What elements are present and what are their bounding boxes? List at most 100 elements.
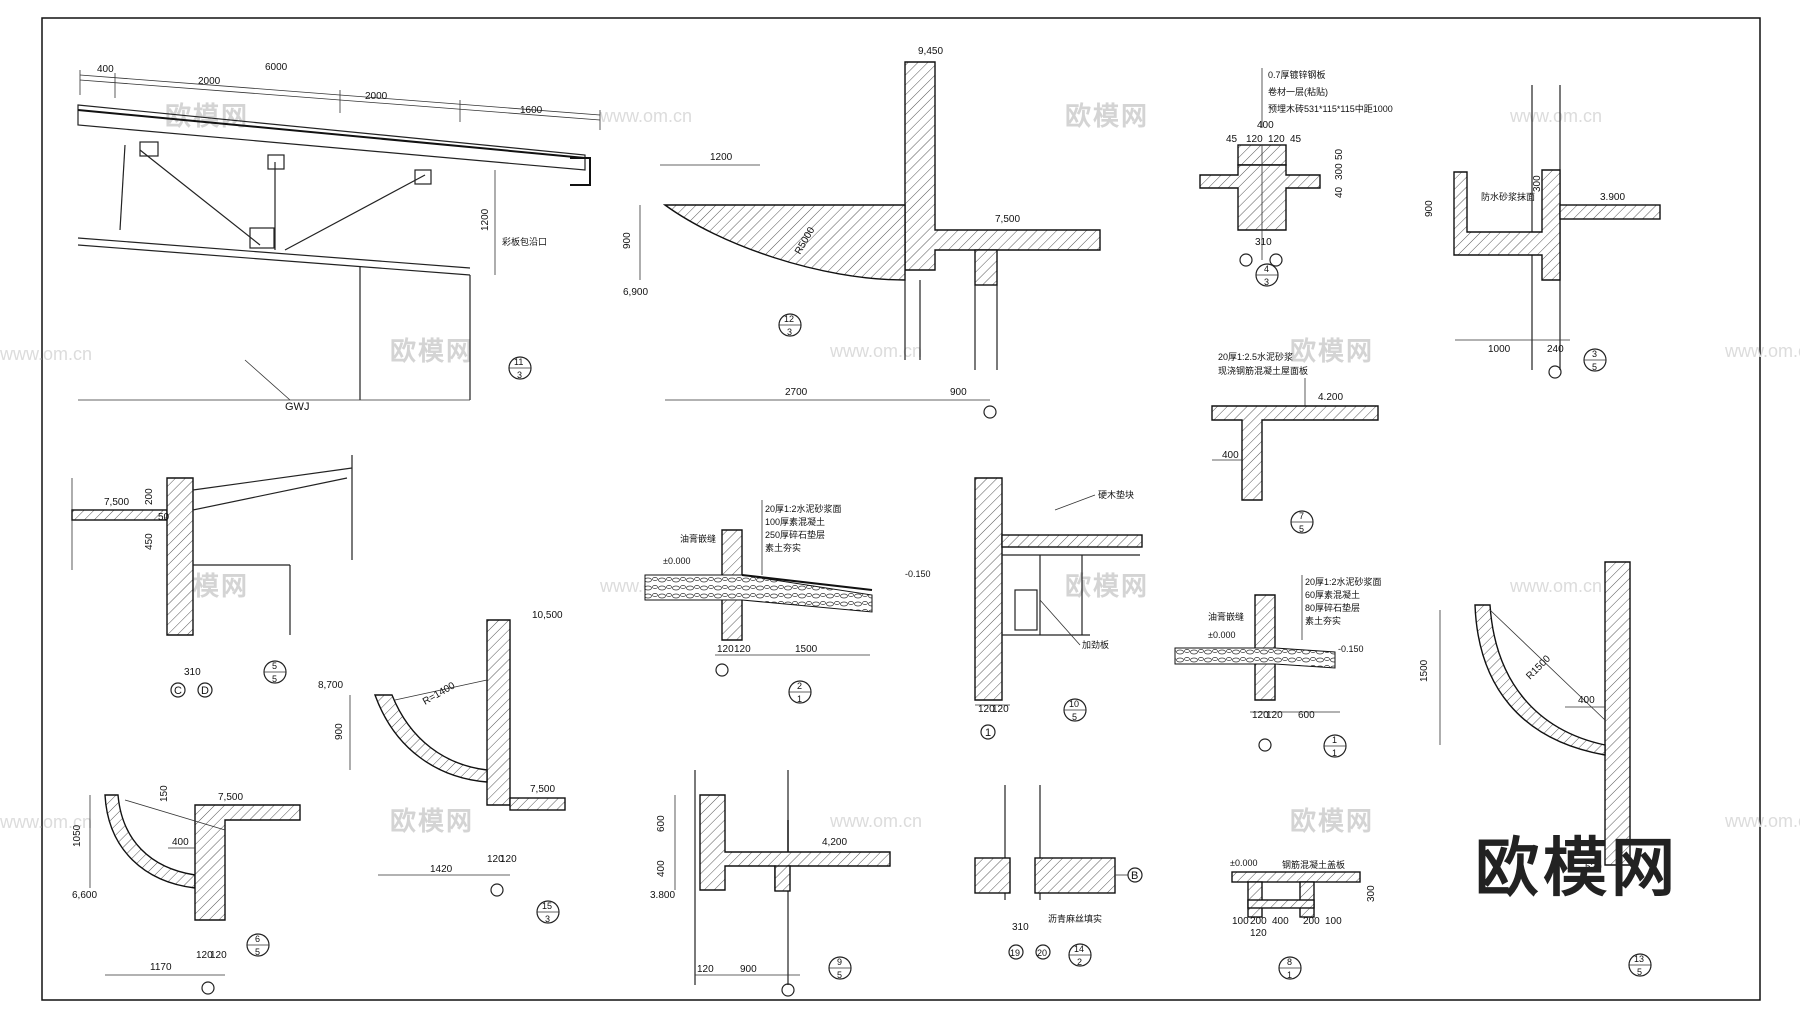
detail-9-window-head: 600 400 3.800 4,200 120 900 9 5 (650, 770, 891, 997)
elev-10500: 10,500 (532, 610, 563, 621)
dim-120: 120 (697, 964, 714, 975)
dim-120: 120 (1252, 710, 1269, 721)
dim-2000: 2000 (365, 91, 388, 102)
watermark-text: 欧模网 (1290, 336, 1374, 366)
axis-b: B (1131, 870, 1138, 882)
dim-400: 400 (1257, 120, 1274, 131)
elev-zero: ±0.000 (1230, 858, 1257, 868)
watermark-url: www.om.cn (829, 811, 922, 831)
marker-1-top: 1 (1332, 735, 1337, 745)
elev-4200: 4,200 (822, 837, 847, 848)
dim-900: 900 (622, 232, 633, 249)
dim-50: 50 (158, 512, 170, 523)
axis-1: 1 (985, 727, 991, 739)
sheet-frame (41, 17, 1761, 1001)
dim-120: 120 (500, 854, 517, 865)
dim-r1400: R=1400 (421, 680, 457, 707)
layer-gravel: 80厚碎石垫层 (1305, 602, 1360, 613)
dim-520: 520 (1585, 862, 1602, 873)
dim-300: 300 (1334, 163, 1345, 180)
label-gwj: GWJ (285, 401, 309, 413)
dim-900: 900 (950, 387, 967, 398)
dim-1050: 1050 (72, 824, 83, 847)
elev-6600: 6,600 (72, 890, 97, 901)
dim-100: 100 (1232, 916, 1249, 927)
watermark-url: www.om.cn (1509, 106, 1602, 126)
marker-11-bottom: 3 (517, 370, 522, 380)
dim-2000: 2000 (198, 76, 221, 87)
marker-13-bottom: 5 (1637, 967, 1642, 977)
dim-400: 400 (97, 64, 114, 75)
dim-300: 300 (1366, 885, 1377, 902)
dim-310: 310 (184, 667, 201, 678)
elev-zero: ±0.000 (1208, 630, 1235, 640)
dim-310: 310 (1255, 237, 1272, 248)
detail-3-gutter: 防水砂浆抹面 900 300 3.900 1000 240 3 5 (1424, 85, 1661, 379)
elev-6900: 6,900 (623, 287, 648, 298)
note-waterproof-mortar: 防水砂浆抹面 (1481, 191, 1535, 202)
elev-9450: 9,450 (918, 46, 943, 57)
elev-8700: 8,700 (318, 680, 343, 691)
marker-1-bottom: 1 (1332, 748, 1337, 758)
dim-120: 120 (1250, 928, 1267, 939)
detail-15-canopy-r1400: 10,500 R=1400 8,700 900 7,500 1420 120 1… (318, 610, 566, 924)
dim-120: 120 (1246, 134, 1263, 145)
layer-rammed-earth: 素土夯实 (765, 542, 801, 553)
elev-7500: 7,500 (218, 792, 243, 803)
brand-logo: 欧模网 (1475, 832, 1679, 904)
axis-20: 20 (1037, 948, 1047, 958)
elev-minus-0150: -0.150 (905, 569, 931, 579)
dim-1000: 1000 (1488, 344, 1511, 355)
elev-zero: ±0.000 (663, 556, 690, 566)
dim-120: 120 (1266, 710, 1283, 721)
detail-10-beam-bearing: 硬木垫块 加劲板 120 120 1 10 5 (974, 477, 1143, 740)
watermark-text: 欧模网 (1065, 101, 1149, 131)
detail-8-trench-cover: 钢筋混凝土盖板 ±0.000 300 100 200 400 200 100 1… (1230, 858, 1377, 980)
detail-12-curved-canopy: 9,450 1200 900 6,900 R5000 7,500 2700 90… (622, 46, 1101, 419)
marker-5-top: 5 (272, 661, 277, 671)
detail-14-expansion-joint: B 沥青麻丝填实 310 19 20 14 2 (974, 785, 1143, 967)
elev-minus-0150: -0.150 (1338, 644, 1364, 654)
dim-300: 300 (1532, 175, 1543, 192)
detail-1-pavement: 20厚1:2水泥砂浆面 60厚素混凝土 80厚碎石垫层 素土夯实 油膏嵌缝 ±0… (1174, 575, 1382, 758)
note-color-steel-eave: 彩板包沿口 (502, 236, 547, 247)
layer-gravel: 250厚碎石垫层 (765, 529, 825, 540)
marker-9-top: 9 (837, 957, 842, 967)
watermark-url: www.om.cn (0, 344, 92, 364)
dim-1200: 1200 (480, 208, 491, 231)
marker-3-top: 3 (1592, 349, 1597, 359)
note-hardwood-block: 硬木垫块 (1098, 489, 1134, 500)
detail-4-parapet-cap: 0.7厚镀锌钢板 卷材一层(粘贴) 预埋木砖531*115*115中距1000 … (1199, 68, 1393, 287)
marker-2-top: 2 (797, 681, 802, 691)
note-asphalt-jute-fill: 沥青麻丝填实 (1048, 913, 1102, 924)
watermark-text: 欧模网 (390, 336, 474, 366)
elev-7500: 7,500 (530, 784, 555, 795)
dim-900: 900 (1424, 200, 1435, 217)
marker-12-bottom: 3 (787, 327, 792, 337)
marker-13-top: 13 (1634, 954, 1644, 964)
dim-120: 120 (992, 704, 1009, 715)
detail-6-rounded-eave: 7,500 150 400 1050 6,600 1170 120 120 6 … (72, 785, 301, 995)
dim-45: 45 (1226, 134, 1238, 145)
marker-7-top: 7 (1299, 511, 1304, 521)
marker-11-top: 11 (514, 357, 523, 367)
watermark-text: 欧模网 (390, 806, 474, 836)
watermark-url: www.om.cn (1509, 576, 1602, 596)
watermark-text: 欧模网 (1065, 571, 1149, 601)
axis-d: D (201, 685, 209, 697)
axis-c: C (174, 685, 182, 697)
watermark-layer: 欧模网 www.om.cn 欧模网 www.om.cn www.om.cn 欧模… (0, 101, 1800, 836)
dim-1500: 1500 (795, 644, 818, 655)
marker-12-top: 12 (784, 314, 794, 324)
dim-200: 200 (1250, 916, 1267, 927)
dim-240: 240 (1547, 344, 1564, 355)
watermark-url: www.om.cn (1724, 811, 1800, 831)
dim-400: 400 (1222, 450, 1239, 461)
detail-11-roof-eave: 400 6000 2000 2000 1600 GWJ 1200 彩板包沿口 1… (77, 62, 601, 413)
dim-100: 100 (1325, 916, 1342, 927)
note-sealant-joint: 油膏嵌缝 (1208, 611, 1244, 622)
note-stiffener: 加劲板 (1082, 639, 1109, 650)
dim-50: 50 (1334, 148, 1345, 160)
note-cast-in-place-slab: 现浇钢筋混凝土屋面板 (1218, 365, 1308, 376)
